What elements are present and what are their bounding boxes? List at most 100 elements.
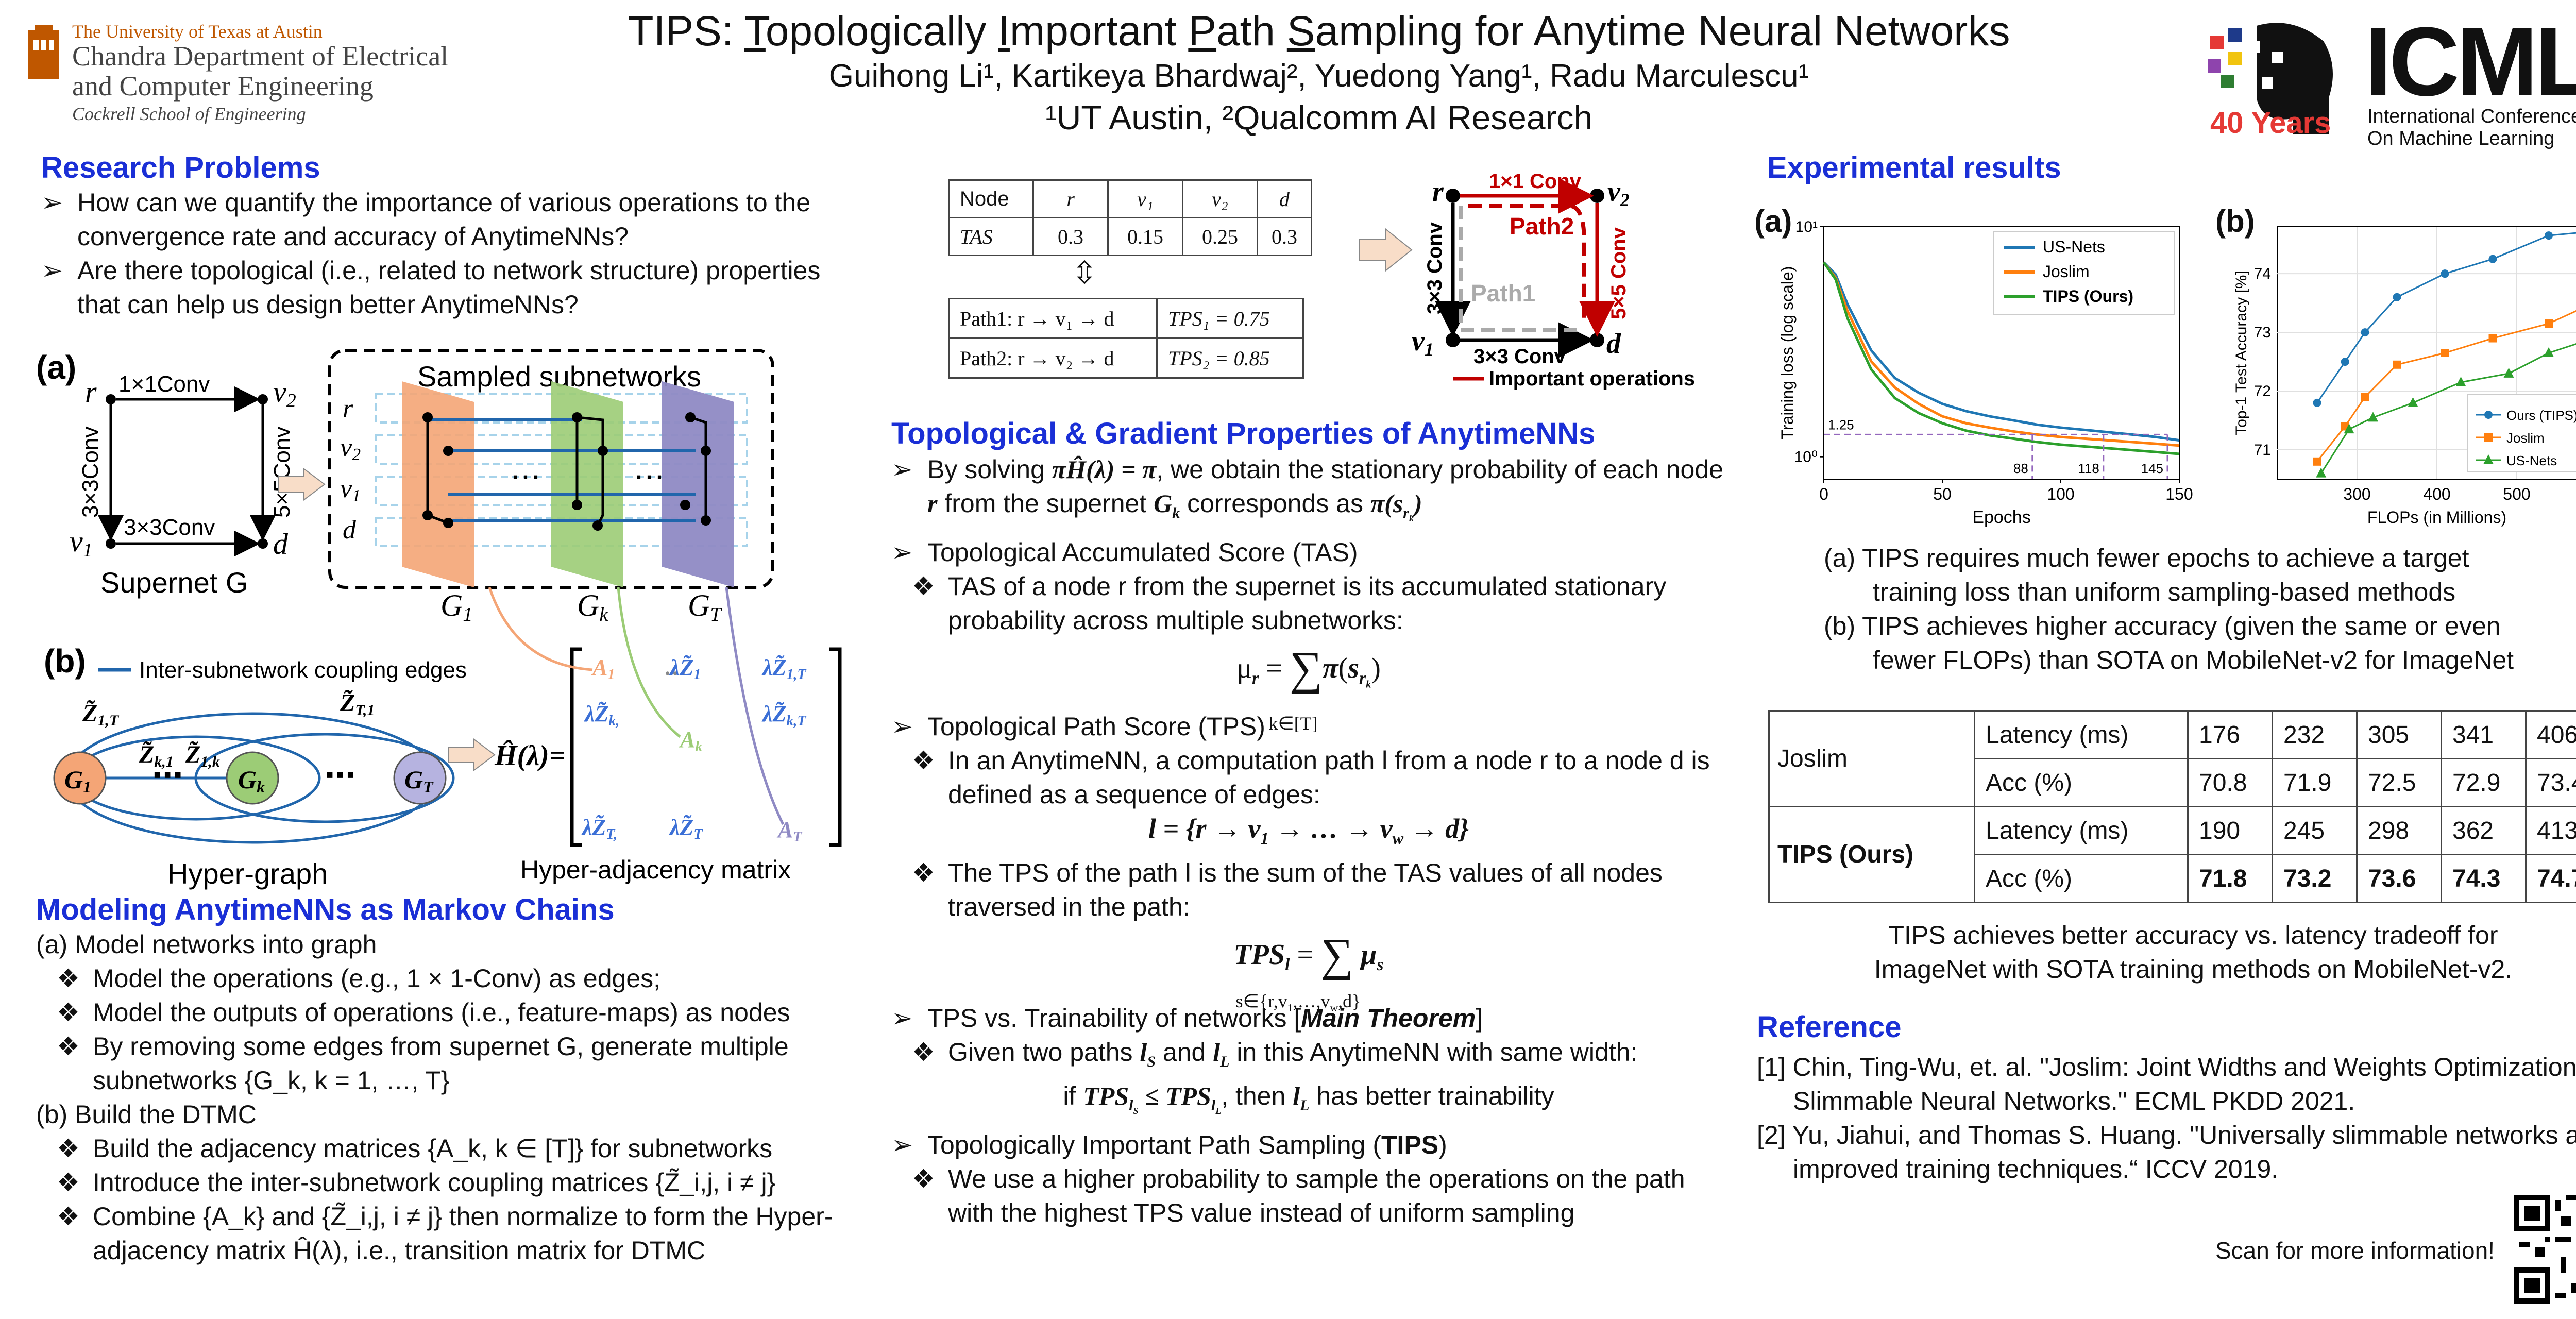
series-line [2320,343,2576,474]
tas-val-d: 0.3 [1257,217,1312,256]
path-fig-5x5: 5×5 Conv [1607,227,1630,319]
diamond-bullet-icon: ❖ [912,858,935,887]
lat-cell: 406 [2525,710,2576,759]
data-point [2441,269,2449,278]
lat-metric: Latency (ms) [1974,806,2189,855]
topo-eq1: μr = ∑π(srk)k∈[T] [1236,643,1381,734]
tas-val-v1: 0.15 [1107,217,1183,256]
legend-entry: Ours (TIPS) [2506,408,2576,423]
threshold-label: 1.25 [1828,417,1854,432]
lat-cell: 305 [2356,710,2442,759]
ut-line4: Cockrell School of Engineering [72,104,306,124]
data-point [2393,360,2401,369]
y-tick-label: 10⁰ [1794,449,1818,466]
epoch-marker-label: 88 [2013,461,2028,476]
svg-text:d: d [1606,328,1621,360]
svg-text:λZ͂k,T: λZ͂k,T [761,701,807,729]
latency-table: Joslim Latency (ms) 176 232 305 341 406 … [1768,710,2576,903]
supernet-figure: (a) r v2 v1 d 1×1Conv 3×3Conv 3×3Conv 5×… [36,349,842,890]
data-point [2408,397,2418,407]
path-figure: r v2 v1 d 1×1 Conv Path2 Path1 3×3 Conv … [1359,170,1695,390]
data-point [2313,398,2321,407]
data-point [2341,358,2349,366]
modeling-heading: Modeling AnytimeNNs as Markov Chains [36,893,615,926]
modeling-list: (a) Model networks into graph ❖Model the… [36,927,860,1267]
lat-metric: Acc (%) [1974,758,2189,807]
x-tick-label: 300 [2343,485,2370,503]
modeling-b1: ❖Build the adjacency matrices {A_k, k ∈ … [36,1131,860,1165]
x-tick-label: 400 [2423,485,2450,503]
data-point [2316,467,2327,478]
qr-code-icon[interactable] [2514,1195,2576,1304]
ut-logo: The University of Texas at Austin Chandr… [26,21,520,129]
topo-p5a: ❖We use a higher probability to sample t… [891,1162,1726,1230]
reference-2: [2] Yu, Jiahui, and Thomas S. Huang. "Un… [1757,1121,2576,1183]
data-point [2393,293,2401,301]
reference-list: [1] Chin, Ting-Wu, et. al. "Joslim: Join… [1757,1050,2576,1186]
diamond-bullet-icon: ❖ [57,1134,80,1163]
series-line [2316,232,2576,403]
topo-p3: ➢Topological Path Score (TPS) [891,709,1726,743]
lat-method-tips: TIPS (Ours) [1768,806,1975,903]
x-axis-label: Epochs [1972,508,2030,527]
path2-tps: TPS₂ = 0.85 [1156,337,1304,379]
path-fig-3x3v: 3×3 Conv [1423,222,1446,314]
data-point [2488,334,2497,343]
svg-text:λZ͂1: λZ͂1 [669,655,701,683]
legend-box [2467,394,2576,472]
x-tick-label: 50 [1933,485,1952,503]
tas-header-v2: v₂ [1182,179,1258,218]
data-point [2313,457,2321,466]
svg-text:d: d [273,527,289,561]
y-tick-label: 72 [2254,383,2271,400]
svg-text:v2: v2 [1607,176,1630,210]
epoch-marker-label: 118 [2078,461,2099,476]
legend-entry: TIPS (Ours) [2043,287,2133,306]
icml-sub2: On Machine Learning [2367,128,2555,149]
tas-val-v2: 0.25 [1182,217,1258,256]
svg-text:G1: G1 [440,588,472,625]
y-tick-label: 74 [2254,265,2271,282]
svg-text:v2: v2 [273,375,296,412]
diamond-bullet-icon: ❖ [912,746,935,775]
diamond-bullet-icon: ❖ [912,1037,935,1067]
svg-text:⋯: ⋯ [510,459,541,494]
lat-cell: 73.2 [2272,854,2358,903]
arrow-bullet-icon: ➢ [41,188,63,217]
topo-p1: ➢By solving πĤ(λ) = π, we obtain the sta… [891,452,1726,535]
diamond-bullet-icon: ❖ [912,1164,935,1193]
svg-text:v1: v1 [340,474,361,505]
topo-p4: ➢TPS vs. Trainability of networks [Main … [891,1001,1726,1035]
lat-cell: 74.7 [2525,854,2576,903]
topo-p4a: ❖Given two paths lS and lL in this Anyti… [891,1035,1726,1079]
hypergraph-caption: Hyper-graph [167,857,328,890]
topo-p4b: if TPSlS ≤ TPSlL, then lL has better tra… [1063,1081,1554,1116]
important-ops-legend: Important operations [1489,367,1695,390]
path-fig-3x3h: 3×3 Conv [1473,345,1566,368]
x-tick-label: 0 [1819,485,1828,503]
lat-cell: 71.9 [2272,758,2358,807]
path2-def: Path2: r → v₂ → d [948,337,1158,379]
edge-label-3x3-v: 3×3Conv [78,427,103,518]
x-tick-label: 150 [2165,485,2193,503]
lat-cell: 73.4 [2525,758,2576,807]
svg-text:λZ͂T: λZ͂T [669,815,703,842]
x-axis-label: FLOPs (in Millions) [2367,508,2506,527]
experiments-captions: (a) TIPS requires much fewer epochs to a… [1824,541,2576,677]
data-point [2441,349,2449,357]
topo-p2a: ❖TAS of a node r from the supernet is it… [891,569,1726,637]
arrow-bullet-icon: ➢ [891,455,913,484]
diamond-bullet-icon: ❖ [57,964,80,993]
arrow-bullet-icon: ➢ [891,538,913,567]
lat-cell: 176 [2187,710,2273,759]
authors: Guihong Li¹, Kartikeya Bhardwaj², Yuedon… [828,58,1809,94]
path2-label: Path2 [1510,213,1574,240]
research-q2: ➢Are there topological (i.e., related to… [41,253,845,322]
data-point [2368,412,2378,422]
lat-metric: Acc (%) [1974,854,2189,903]
svg-text:⋯: ⋯ [634,459,665,494]
y-axis-label: Top-1 Test Accuracy [%] [2233,270,2250,435]
chart-a-label: (a) [1754,204,1792,239]
